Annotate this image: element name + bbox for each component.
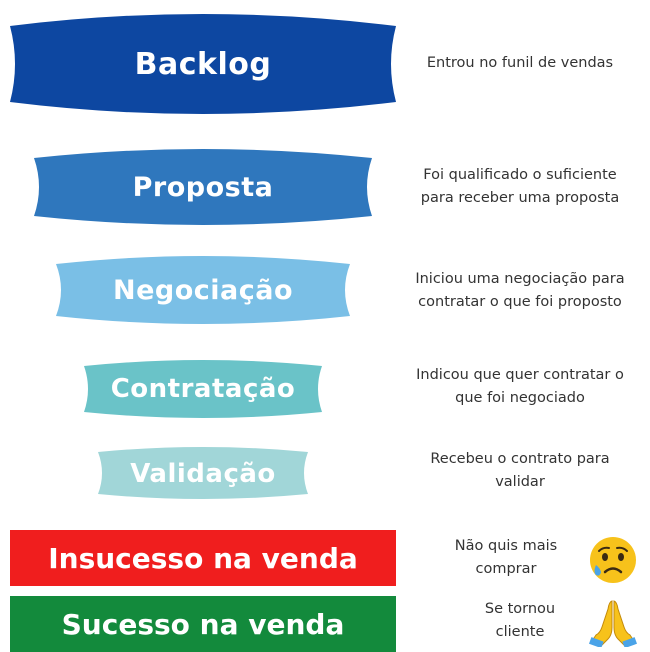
stage-description-negociacao: Iniciou uma negociação para contratar o …: [400, 268, 640, 314]
description-line: que foi negociado: [455, 390, 585, 406]
praying-hands-icon: [588, 600, 638, 647]
funnel-stage-shape-backlog: [10, 14, 396, 114]
description-line: Indicou que quer contratar o: [416, 367, 624, 383]
stage-label-proposta: Proposta: [132, 171, 274, 203]
description-line: Iniciou uma negociação para: [415, 271, 625, 287]
description-line: comprar: [475, 561, 537, 577]
outcome-description-insucesso: Não quis mais comprar: [440, 535, 572, 581]
stage-description-contratacao: Indicou que quer contratar o que foi neg…: [400, 364, 640, 410]
stage-label-negociacao: Negociação: [112, 274, 294, 306]
funnel-stage-shape-contratacao: [84, 360, 322, 418]
description-line: contratar o que foi proposto: [418, 294, 622, 310]
funnel-stage-shape-negociacao: [56, 256, 350, 324]
description-line: cliente: [495, 624, 545, 640]
stage-label-contratacao: Contratação: [110, 374, 296, 404]
description-line: Entrou no funil de vendas: [426, 55, 614, 71]
stage-description-validacao: Recebeu o contrato para validar: [400, 448, 640, 494]
stage-description-proposta: Foi qualificado o suficiente para recebe…: [400, 164, 640, 210]
funnel-stage-shape-validacao: [98, 447, 308, 499]
outcome-bar-sucesso: Sucesso na venda: [10, 596, 396, 652]
description-line: Foi qualificado o suficiente: [423, 167, 617, 183]
outcome-bar-insucesso: Insucesso na venda: [10, 530, 396, 586]
description-line: Não quis mais: [454, 538, 558, 554]
description-line: validar: [495, 474, 545, 490]
funnel-stage-shape-proposta: [34, 149, 372, 225]
stage-label-backlog: Backlog: [134, 46, 272, 82]
stage-description-backlog: Entrou no funil de vendas: [400, 52, 640, 75]
sad-face-icon: [590, 537, 636, 583]
outcome-description-sucesso: Se tornou cliente: [454, 598, 586, 644]
description-line: Recebeu o contrato para: [430, 451, 610, 467]
description-line: Se tornou: [484, 601, 556, 617]
stage-label-validacao: Validação: [130, 459, 276, 489]
description-line: para receber uma proposta: [420, 190, 620, 206]
